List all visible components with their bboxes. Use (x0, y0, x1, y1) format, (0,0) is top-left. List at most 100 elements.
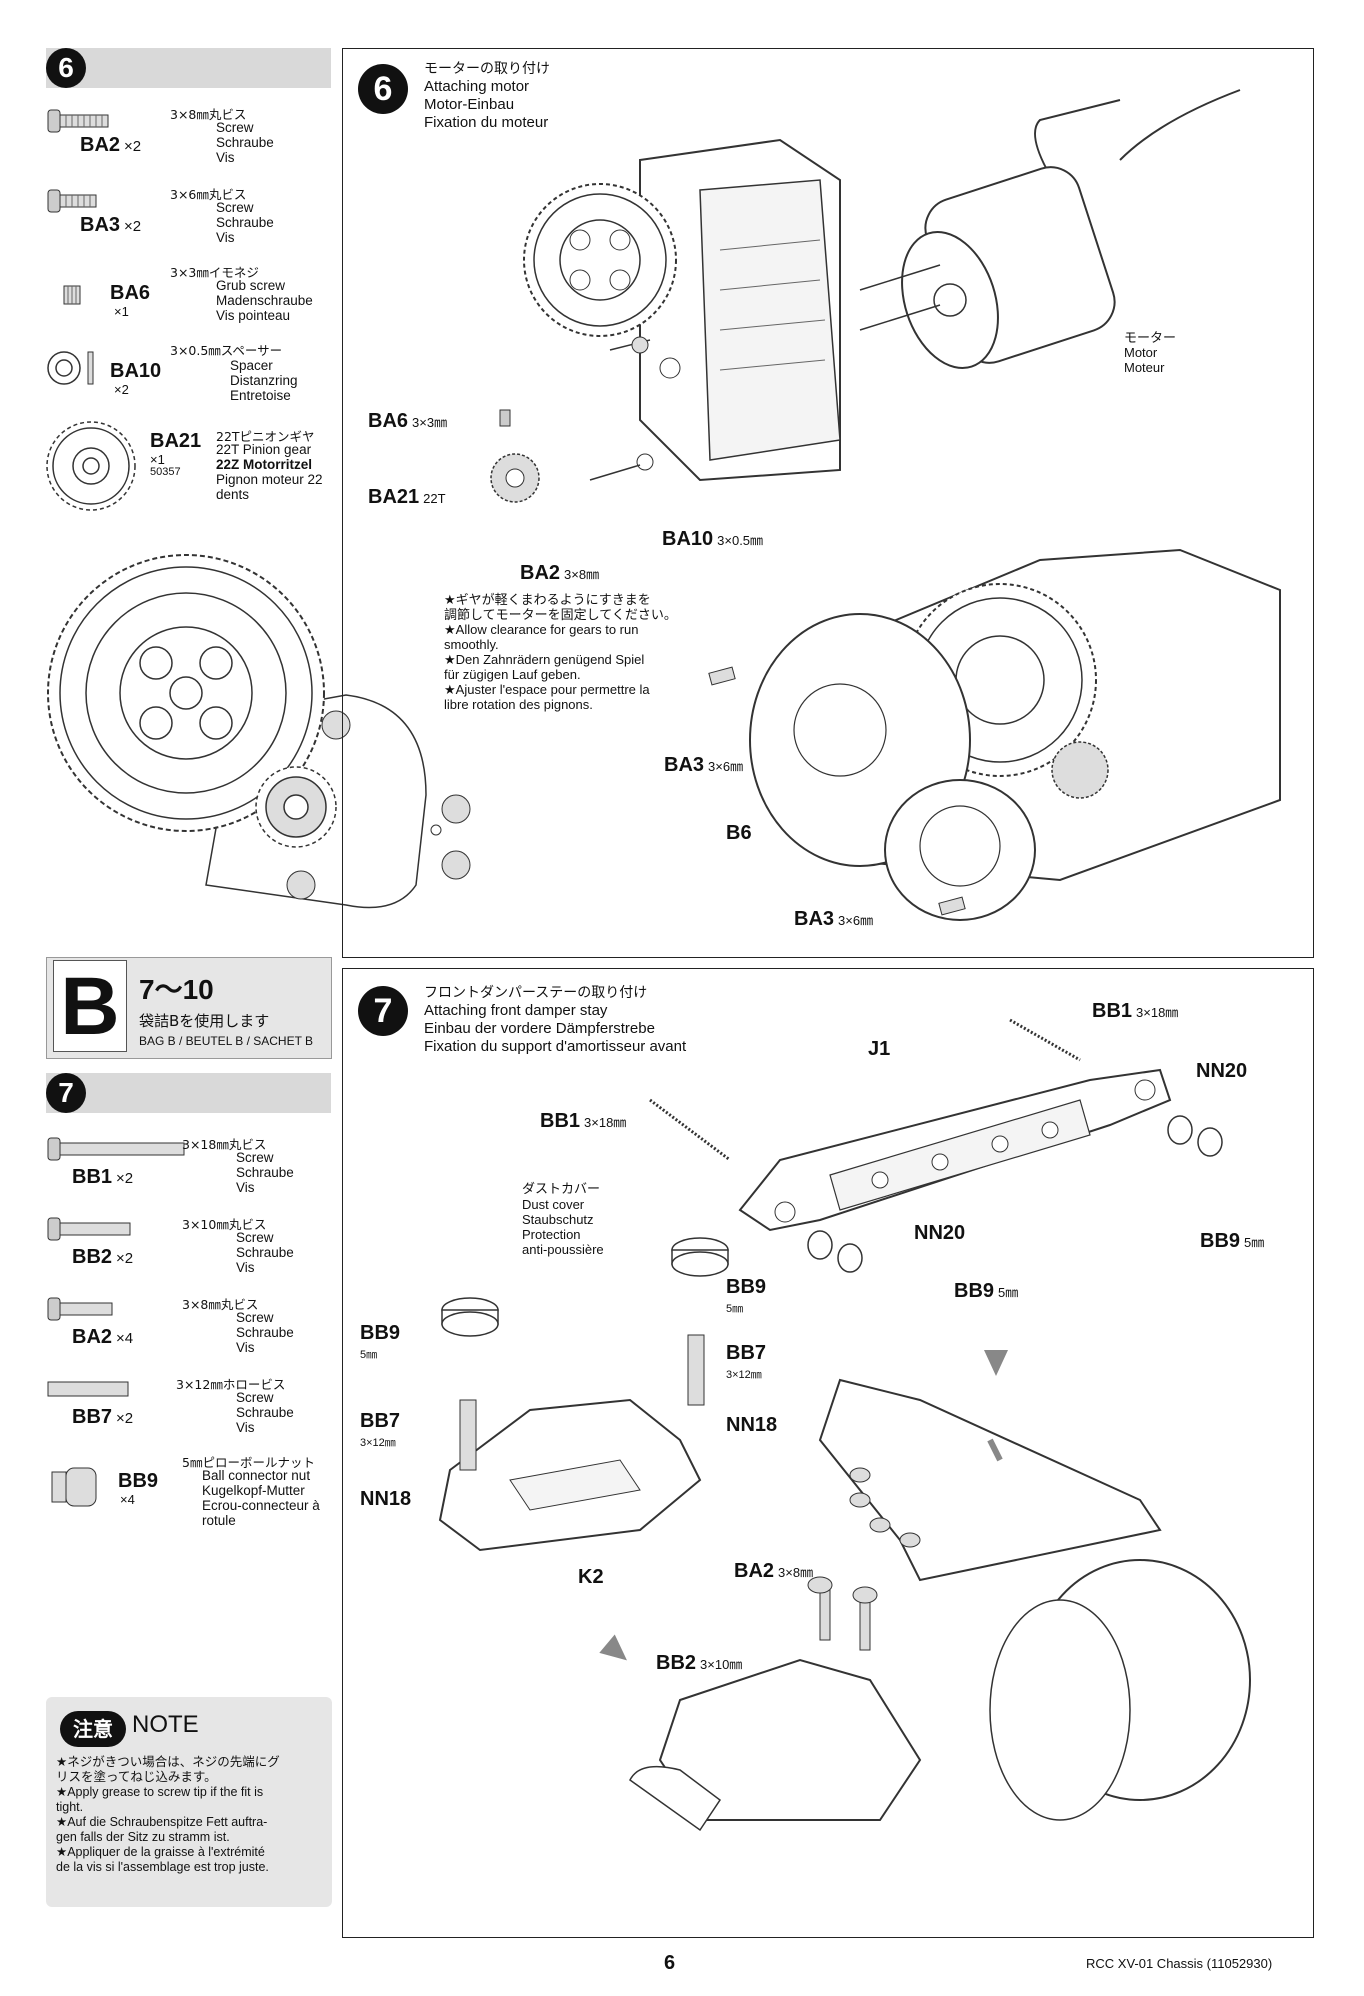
part-size: 3×12㎜ホロービス (176, 1377, 286, 1392)
label-bb7-left-size: 3×12㎜ (360, 1437, 396, 1449)
screw-icon (47, 1297, 113, 1321)
caution-badge: 注意 (60, 1711, 126, 1747)
front-chassis-illustration (629, 1378, 1251, 1832)
ball-connector-nut-icon (51, 1467, 97, 1507)
part-code: BB7×2 (72, 1406, 134, 1428)
step6-clearance-note: ★ギヤが軽くまわるようにすきまを調節してモーターを固定してください。★Allow… (444, 592, 677, 712)
step6-title-badge: 6 (358, 64, 408, 114)
label-k2: K2 (578, 1566, 604, 1588)
part-code: BA2×4 (72, 1326, 134, 1348)
step6-assembly-frame (342, 48, 1314, 958)
part-number: 50357 (150, 466, 181, 478)
part-qty: ×1 (114, 304, 129, 319)
part-size: 3×6㎜丸ビス (170, 187, 247, 202)
part-code: BB1×2 (72, 1166, 134, 1188)
screw-icon (47, 189, 97, 213)
screw-icon (47, 109, 109, 133)
direction-arrow-icon (984, 1350, 1008, 1376)
note-text: ★ネジがきつい場合は、ネジの先端にグリスを塗ってねじ込みます。★Apply gr… (56, 1755, 280, 1874)
part-size: 3×8㎜丸ビス (182, 1297, 259, 1312)
step7-number-badge: 7 (46, 1073, 86, 1113)
step7-title-badge: 7 (358, 986, 408, 1036)
document-id: RCC XV-01 Chassis (11052930) (1086, 1956, 1273, 1971)
bag-letter: B (53, 960, 127, 1052)
part-size: 3×10㎜丸ビス (182, 1217, 267, 1232)
page-number: 6 (664, 1952, 676, 1974)
label-j1: J1 (868, 1038, 891, 1060)
part-code: BA21 (150, 430, 202, 452)
bag-use-jp: 袋詰Bを使用します (139, 1012, 270, 1030)
step7-assembly-frame (342, 968, 1314, 1938)
step6-parts-header (46, 48, 331, 88)
label-dust-cover: ダストカバー Dust cover Staubschutz Protection… (522, 1182, 604, 1257)
screw-icon (47, 1217, 131, 1241)
part-qty: ×2 (114, 382, 129, 397)
label-bb9-mid: BB9 (726, 1276, 767, 1298)
part-code: BB9 (118, 1470, 159, 1492)
label-bb7-right: BB7 (726, 1342, 767, 1364)
label-nn20-left: NN20 (914, 1222, 966, 1244)
label-nn18-right: NN18 (726, 1414, 778, 1436)
label-bb9-left: BB9 (360, 1322, 401, 1344)
part-code: BA6 (110, 282, 151, 304)
part-size: 22Tピニオンギヤ (216, 429, 315, 444)
damper-stay-j1-illustration (649, 1018, 1223, 1273)
hollow-screw-icon (47, 1381, 129, 1397)
note-heading: NOTE (132, 1711, 199, 1738)
label-bb9-left-size: 5㎜ (360, 1349, 378, 1361)
label-bb7-right-size: 3×12㎜ (726, 1369, 762, 1381)
part-code: BA3×2 (80, 214, 142, 236)
gear-cover-illustration (708, 548, 1281, 921)
label-bb9-mid-size: 5㎜ (726, 1303, 744, 1315)
part-size: 5㎜ピローボールナット (182, 1455, 315, 1470)
part-size: 3×0.5㎜スペーサー (170, 343, 283, 358)
part-size: 3×18㎜丸ビス (182, 1137, 267, 1152)
note-box: 注意 NOTE ★ネジがきつい場合は、ネジの先端にグリスを塗ってねじ込みます。★… (46, 1697, 332, 1907)
label-bb7-left: BB7 (360, 1410, 401, 1432)
part-code: BA2×2 (80, 134, 142, 156)
step6-number-badge: 6 (46, 48, 86, 88)
label-b6: B6 (726, 822, 752, 844)
grub-screw-icon (63, 285, 81, 305)
step6-title: モーターの取り付け Attaching motor Motor-Einbau F… (424, 61, 550, 131)
label-nn18-left: NN18 (360, 1488, 412, 1510)
label-nn20-right: NN20 (1196, 1060, 1248, 1082)
spur-gear-detail-illustration (47, 554, 471, 909)
spacer-icon (47, 351, 94, 385)
bag-b-box: B 7〜10 袋詰Bを使用します BAG B / BEUTEL B / SACH… (46, 957, 332, 1059)
motor-assembly-illustration (490, 89, 1241, 503)
part-qty: ×4 (120, 1492, 135, 1507)
